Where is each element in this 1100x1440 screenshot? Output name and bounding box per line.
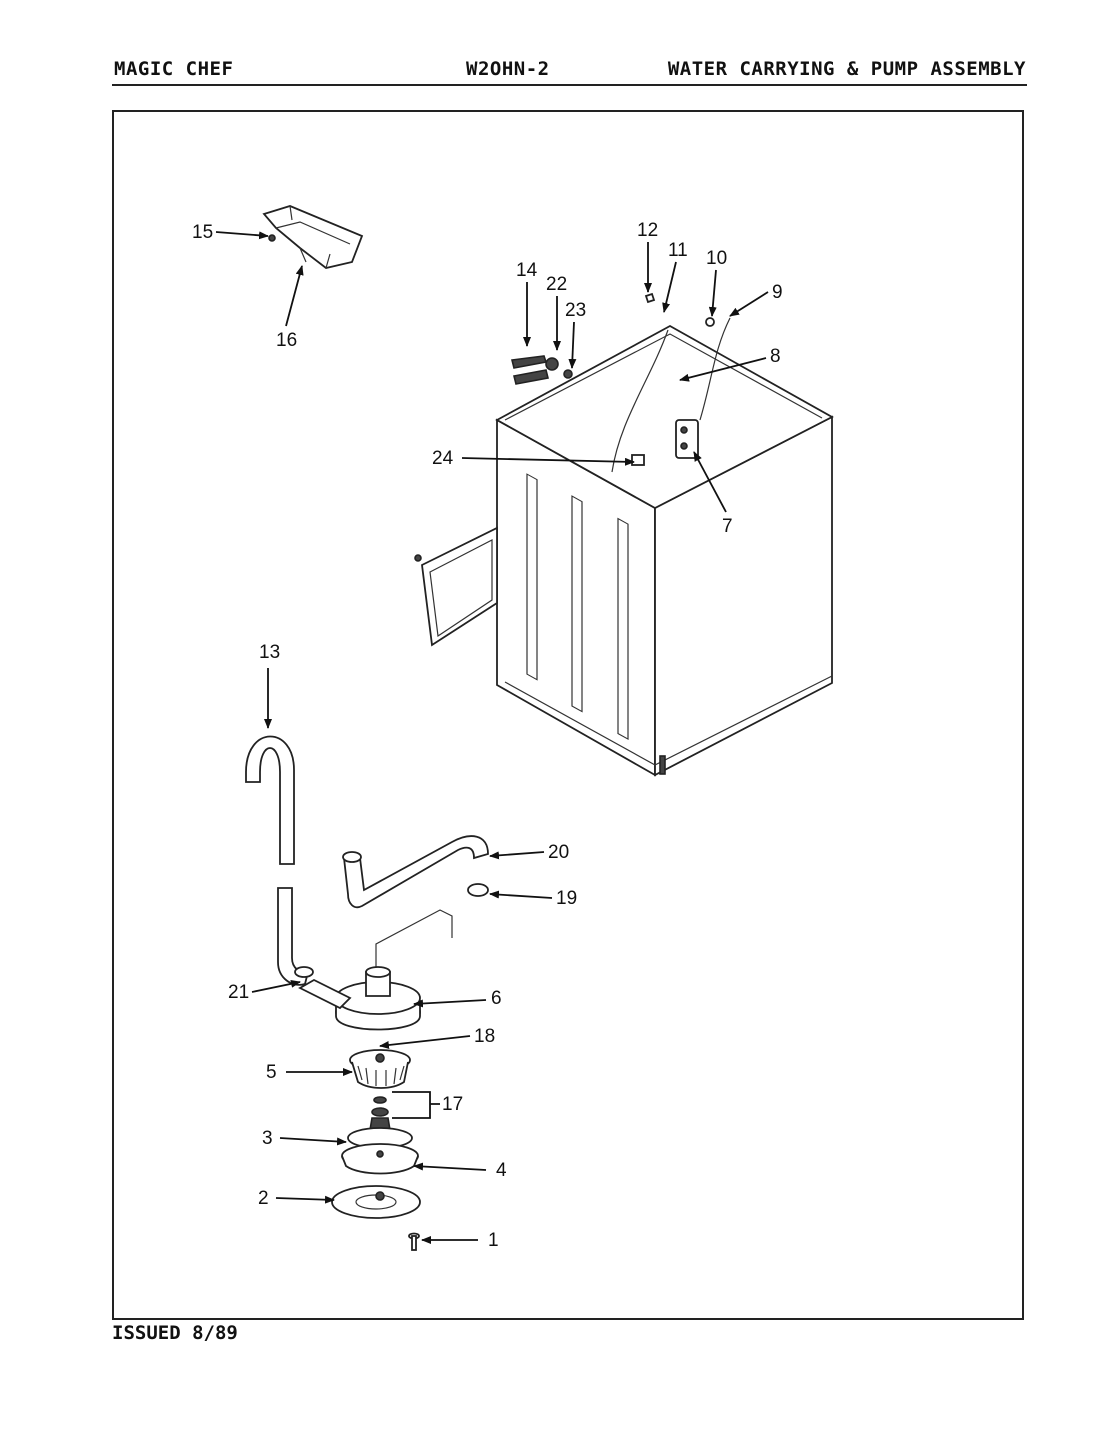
pump-housing: [341, 1143, 419, 1175]
section-title: WATER CARRYING & PUMP ASSEMBLY: [667, 58, 1026, 80]
callout-4: 4: [496, 1160, 507, 1181]
callout-18: 18: [474, 1026, 495, 1047]
header-rule: [112, 84, 1027, 86]
issue-date: ISSUED 8/89: [112, 1322, 238, 1344]
diagram-frame: [112, 110, 1024, 1320]
callout-6: 6: [491, 988, 502, 1009]
callout-3: 3: [262, 1128, 273, 1149]
callout-2: 2: [258, 1188, 269, 1209]
callout-24: 24: [432, 448, 454, 469]
connection-line: [375, 909, 453, 972]
callout-14: 14: [516, 260, 538, 281]
model-number: W2OHN-2: [466, 58, 550, 80]
mounting-bracket: [262, 205, 364, 269]
leader-lines: [215, 231, 769, 1244]
callout-11: 11: [668, 240, 688, 261]
callout-5: 5: [266, 1062, 277, 1083]
impeller-gear: [349, 1049, 411, 1089]
fill-hoses: [511, 292, 715, 385]
callout-23: 23: [565, 300, 586, 321]
cover-plate: [331, 1185, 421, 1219]
screw: [408, 1232, 420, 1251]
callout-7: 7: [722, 516, 733, 537]
seal-spring: [369, 1096, 391, 1131]
callout-16: 16: [276, 330, 297, 351]
drain-hose-upper: [245, 735, 295, 865]
washer-cabinet: [414, 317, 834, 777]
callout-15: 15: [192, 222, 213, 243]
callout-21: 21: [228, 982, 249, 1003]
pump-hose: [342, 835, 489, 909]
callout-9: 9: [772, 282, 783, 303]
callout-8: 8: [770, 346, 781, 367]
brand-title: MAGIC CHEF: [114, 58, 234, 80]
callout-1: 1: [488, 1230, 499, 1251]
callout-19: 19: [556, 888, 577, 909]
water-pump: [294, 966, 421, 1031]
callout-13: 13: [259, 642, 280, 663]
callout-12: 12: [637, 220, 658, 241]
callout-10: 10: [706, 248, 727, 269]
callout-20: 20: [548, 842, 569, 863]
callout-22: 22: [546, 274, 567, 295]
hose-clamp: [467, 883, 489, 897]
callout-17: 17: [442, 1094, 463, 1115]
